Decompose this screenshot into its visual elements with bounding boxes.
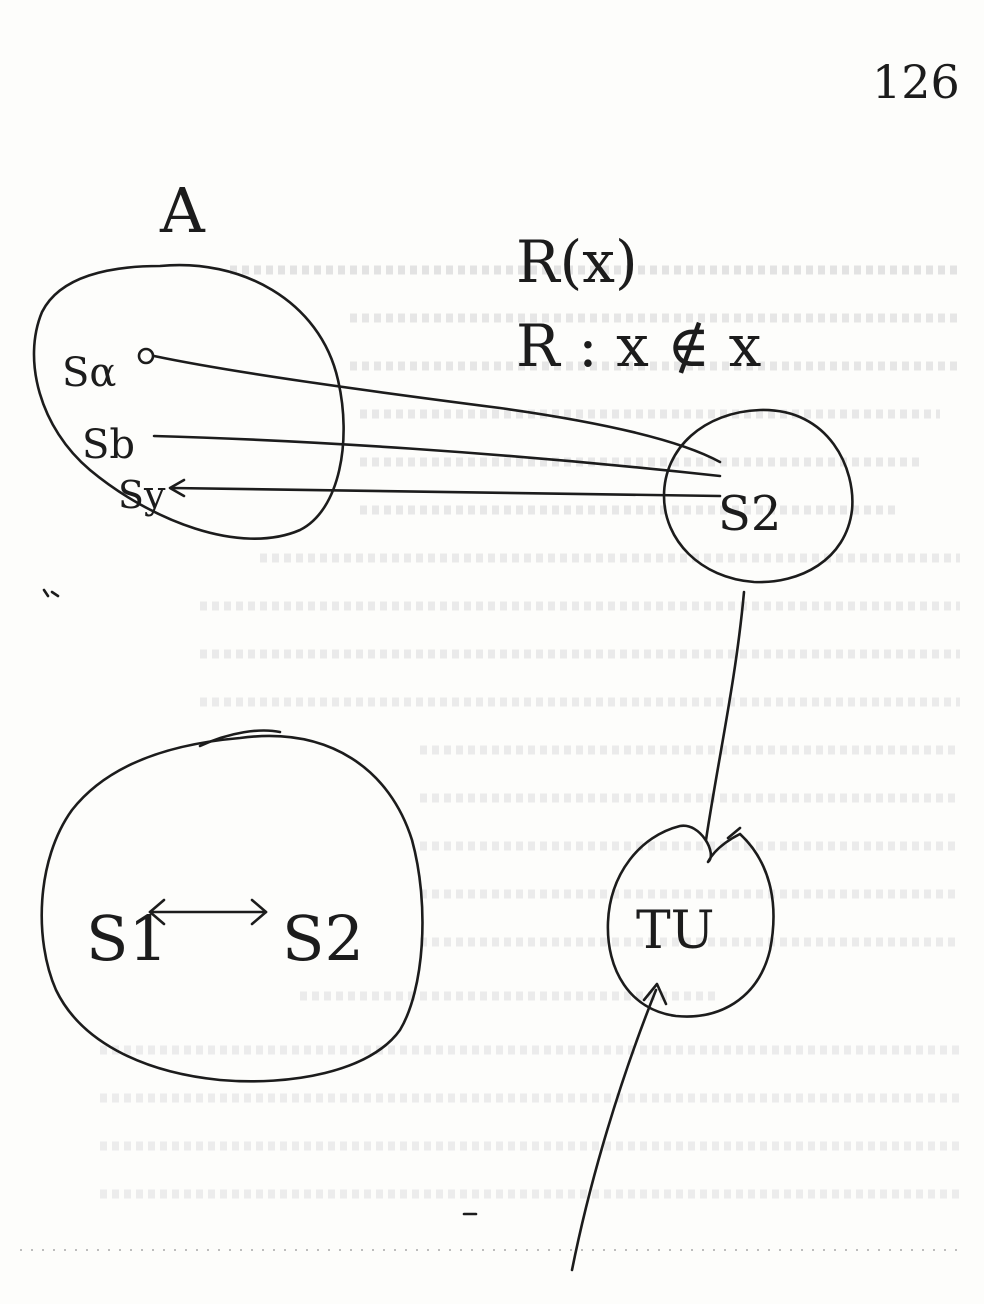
node-s2-label: S2 bbox=[718, 486, 781, 542]
node-tu-label: TU bbox=[636, 901, 715, 961]
stray-mark bbox=[42, 588, 60, 598]
arrow-into-tu bbox=[570, 988, 658, 1272]
bleed-through-texture bbox=[20, 265, 960, 1251]
member-alpha-dot bbox=[137, 347, 155, 365]
node-tu-boundary bbox=[606, 824, 775, 1018]
page-number: 126 bbox=[872, 55, 960, 109]
link-y-to-s2 bbox=[170, 486, 722, 498]
bidirectional-arrow-left-head bbox=[148, 898, 166, 926]
bottom-set-overlap-stroke bbox=[198, 729, 282, 748]
link-alpha-to-s2 bbox=[152, 354, 722, 464]
bottom-set-boundary bbox=[40, 734, 424, 1083]
set-a-member-y: Sy bbox=[118, 473, 166, 517]
relation-line-1: R(x) bbox=[516, 228, 638, 296]
tu-notch-tick bbox=[726, 826, 742, 840]
link-y-arrowhead bbox=[168, 478, 186, 498]
node-s2-boundary bbox=[662, 408, 854, 584]
set-a-member-b: Sb bbox=[82, 422, 135, 468]
relation-line-2: R : x ∉ x bbox=[516, 312, 761, 380]
link-b-to-s2 bbox=[152, 434, 722, 478]
arrow-into-tu-head bbox=[642, 982, 668, 1006]
set-a-member-alpha: Sα bbox=[62, 350, 116, 396]
bidirectional-arrow-right-head bbox=[250, 898, 268, 926]
link-s2-to-tu bbox=[704, 590, 746, 842]
set-a-label: A bbox=[159, 174, 206, 247]
set-a-boundary bbox=[32, 263, 345, 540]
bottom-set-s2: S2 bbox=[282, 902, 364, 975]
